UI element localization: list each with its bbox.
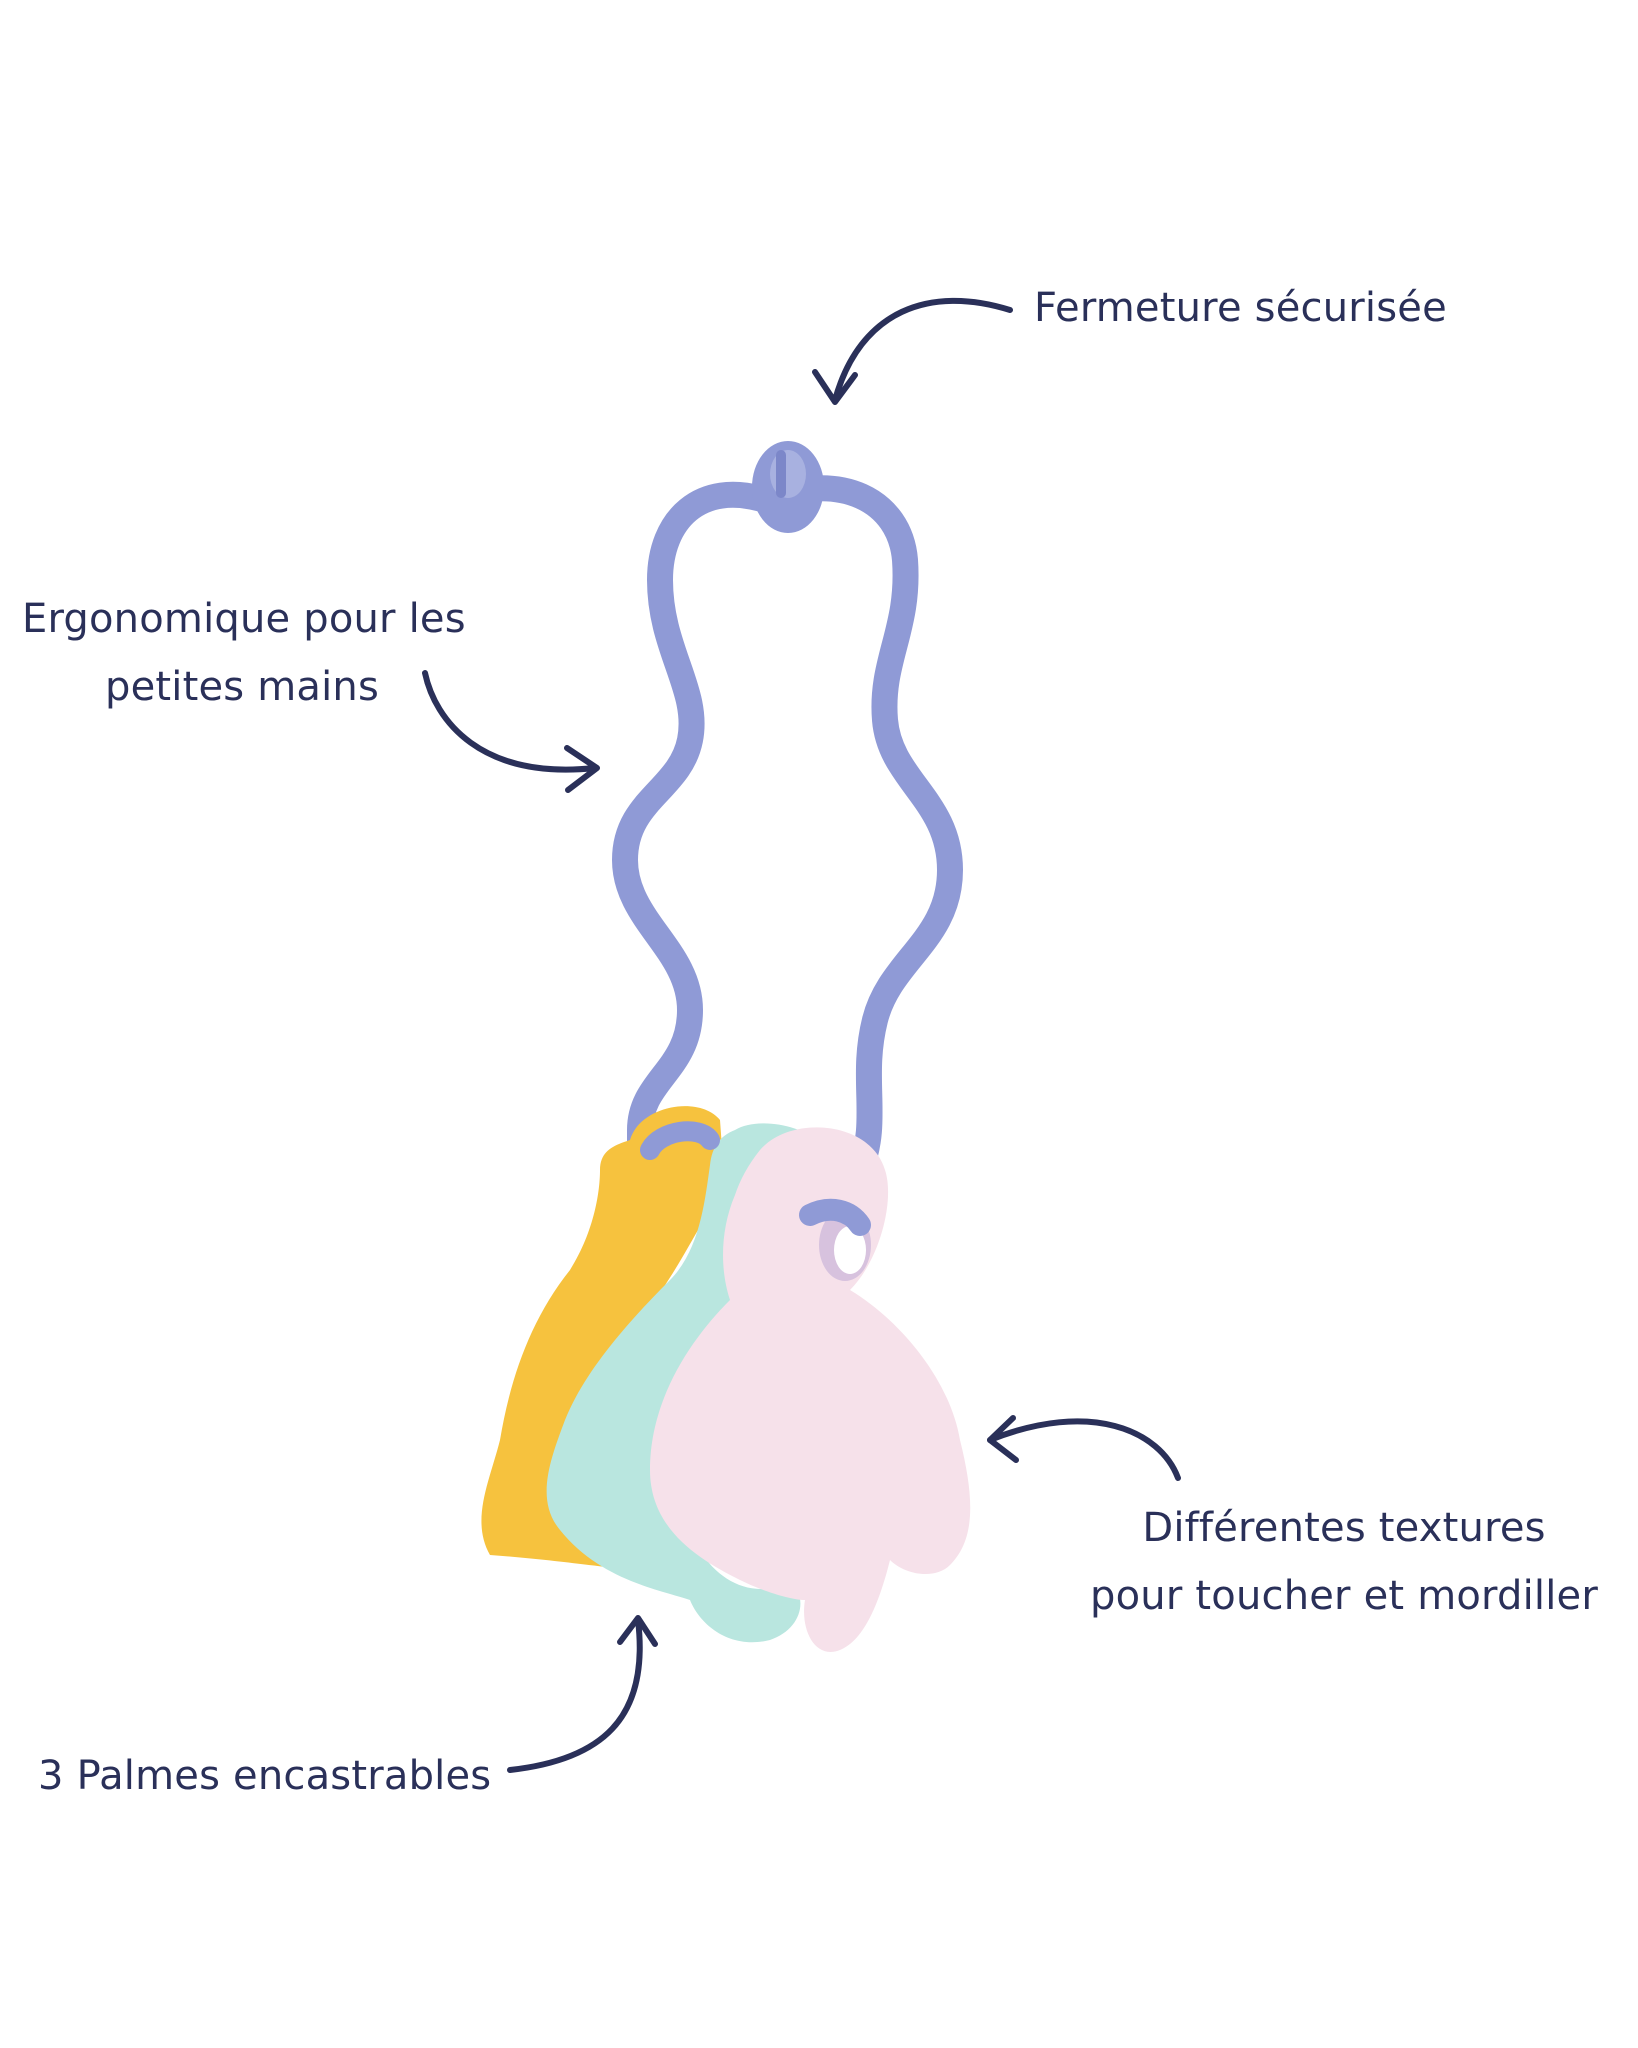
ergonomic-label: Ergonomique pour les petites mains — [22, 585, 466, 721]
closure-label: Fermeture sécurisée — [1034, 274, 1447, 342]
pink-palm — [650, 1127, 971, 1652]
textures-text-line2: pour toucher et mordiller — [1090, 1573, 1598, 1619]
curved-arrow-icon — [987, 1415, 1181, 1481]
wavy-ring-handle — [611, 475, 964, 1228]
ergonomic-text-line1: Ergonomique pour les — [22, 596, 466, 642]
closure-text: Fermeture sécurisée — [1034, 285, 1447, 331]
textures-label: Différentes textures pour toucher et mor… — [1074, 1494, 1614, 1630]
yellow-palm — [481, 1106, 725, 1570]
palms-label: 3 Palmes encastrables — [38, 1742, 491, 1810]
curved-arrow-icon — [422, 670, 600, 793]
curved-arrow-icon — [812, 297, 1013, 405]
curved-arrow-icon — [507, 1615, 658, 1773]
secure-closure — [752, 441, 824, 533]
textures-text-line1: Différentes textures — [1142, 1505, 1546, 1551]
ergonomic-text-line2: petites mains — [104, 664, 380, 710]
palms-text: 3 Palmes encastrables — [38, 1753, 492, 1799]
